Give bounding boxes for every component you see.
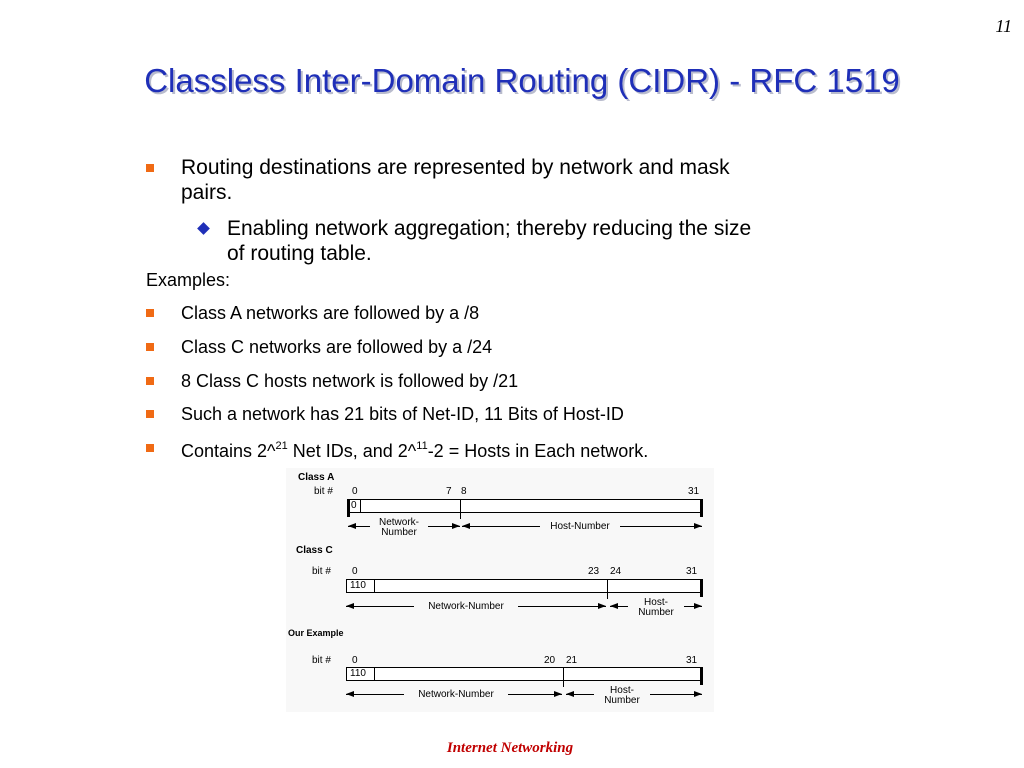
class-a-prefix: 0 — [351, 500, 357, 511]
bit-label: bit # — [312, 566, 331, 577]
bullet-square-icon — [146, 377, 154, 385]
bit-number: 20 — [544, 655, 556, 666]
bit-number: 21 — [566, 655, 578, 666]
class-a-network-label: Network-Number — [370, 518, 428, 538]
bit-number: 8 — [461, 486, 467, 497]
sub-bullet-line2: of routing table. — [227, 242, 372, 265]
bullet-square-icon — [146, 309, 154, 317]
bullet-square-icon — [146, 410, 154, 418]
bullet-square-icon — [146, 444, 154, 452]
example-item-exponent: Contains 2^21 Net IDs, and 2^11-2 = Host… — [181, 440, 649, 461]
example-host-label: Host-Number — [594, 686, 650, 706]
example-item: Such a network has 21 bits of Net-ID, 11… — [181, 404, 624, 424]
class-c-prefix: 110 — [350, 580, 366, 591]
bit-number: 0 — [352, 486, 358, 497]
class-c-host-label: Host-Number — [628, 598, 684, 618]
examples-label: Examples: — [146, 270, 231, 290]
bit-number: 31 — [688, 486, 700, 497]
bit-number: 7 — [446, 486, 452, 497]
example-network-label: Network-Number — [404, 690, 508, 700]
bullet-text-line2: pairs. — [181, 181, 233, 204]
slide-title: Classless Inter-Domain Routing (CIDR) - … — [144, 62, 900, 99]
footer: Internet Networking — [446, 740, 574, 756]
bit-label: bit # — [312, 655, 331, 666]
example-item: Class A networks are followed by a /8 — [181, 303, 480, 323]
address-format-diagram: Class A bit # 0 7 8 31 0 Network-Number … — [286, 468, 714, 712]
bit-number: 31 — [686, 566, 698, 577]
bit-number: 0 — [352, 566, 358, 577]
example-item: 8 Class C hosts network is followed by /… — [181, 371, 519, 391]
bit-number: 24 — [610, 566, 622, 577]
example-item: Class C networks are followed by a /24 — [181, 337, 493, 357]
diamond-bullet-icon — [197, 222, 210, 235]
page-number: 11 — [995, 16, 1012, 36]
class-a-title: Class A — [298, 472, 335, 483]
class-a-address-box — [348, 499, 702, 513]
class-a-host-label: Host-Number — [540, 522, 620, 532]
bit-number: 31 — [686, 655, 698, 666]
bit-label: bit # — [314, 486, 333, 497]
example-address-box — [346, 667, 702, 681]
bullet-square-icon — [146, 164, 154, 172]
bullet-text-line1: Routing destinations are represented by … — [181, 156, 730, 179]
class-c-title: Class C — [296, 545, 333, 556]
example-prefix: 110 — [350, 668, 366, 679]
bit-number: 23 — [588, 566, 600, 577]
bit-number: 0 — [352, 655, 358, 666]
class-c-network-label: Network-Number — [414, 602, 518, 612]
sub-bullet-line1: Enabling network aggregation; thereby re… — [227, 217, 752, 240]
example-title: Our Example — [288, 628, 344, 638]
bullet-square-icon — [146, 343, 154, 351]
class-c-address-box — [346, 579, 702, 593]
